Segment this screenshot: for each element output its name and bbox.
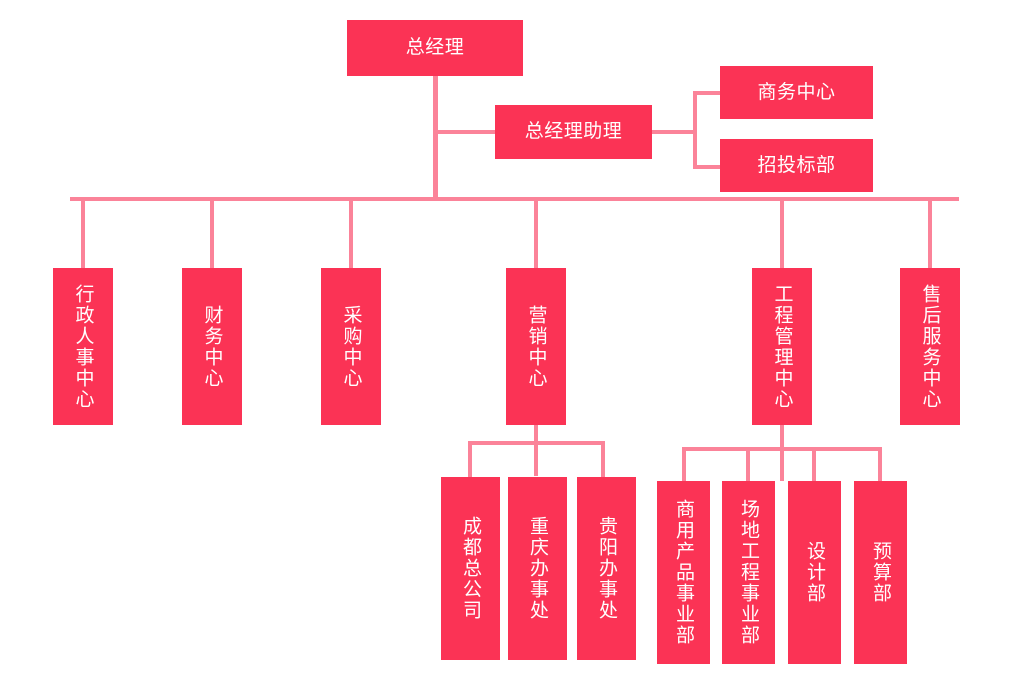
connector-drop-finance-center [210, 197, 214, 268]
connector-engineering-trunk [780, 425, 784, 481]
node-budget-department[interactable]: 预算部 [854, 481, 907, 664]
connector-drop-site-engineering-division [746, 447, 750, 483]
node-engineering-management-center[interactable]: 工程管理中心 [752, 268, 812, 425]
connector-drop-chengdu-headquarters [468, 441, 472, 478]
node-gm-assistant[interactable]: 总经理助理 [495, 105, 652, 159]
node-guiyang-office[interactable]: 贵阳办事处 [577, 477, 636, 660]
connector-marketing-trunk [534, 425, 538, 476]
connector-drop-engineering-center [780, 197, 784, 268]
connector-engineering-bus [682, 447, 882, 451]
connector-marketing-bus [468, 441, 605, 445]
node-chengdu-headquarters[interactable]: 成都总公司 [441, 477, 500, 660]
node-design-department[interactable]: 设计部 [788, 481, 841, 664]
connector-drop-budget-department [878, 447, 882, 483]
connector-drop-marketing-center [534, 197, 538, 268]
connector-division-bus [70, 197, 959, 201]
node-procurement-center[interactable]: 采购中心 [321, 268, 381, 425]
node-site-engineering-division[interactable]: 场地工程事业部 [722, 481, 775, 664]
connector-drop-after-sales-center [928, 197, 932, 268]
connector-gm-trunk [433, 76, 438, 201]
node-after-sales-service-center[interactable]: 售后服务中心 [900, 268, 960, 425]
connector-drop-commercial-products-division [682, 447, 686, 483]
node-commercial-products-division[interactable]: 商用产品事业部 [657, 481, 710, 664]
connector-to-bidding-department [693, 165, 722, 169]
connector-drop-admin-hr-center [81, 197, 85, 268]
node-finance-center[interactable]: 财务中心 [182, 268, 242, 425]
connector-drop-chongqing-office [601, 441, 605, 478]
node-bidding-department[interactable]: 招投标部 [720, 139, 873, 192]
connector-assistant-right-stub [651, 130, 696, 134]
connector-drop-design-department [812, 447, 816, 483]
connector-drop-procurement-center [349, 197, 353, 268]
node-business-center[interactable]: 商务中心 [720, 66, 873, 119]
node-admin-hr-center[interactable]: 行政人事中心 [53, 268, 113, 425]
node-chongqing-office[interactable]: 重庆办事处 [508, 477, 567, 660]
connector-to-business-center [693, 91, 722, 95]
node-general-manager[interactable]: 总经理 [347, 20, 523, 76]
connector-assistant-vbus [693, 91, 697, 169]
node-marketing-center[interactable]: 营销中心 [506, 268, 566, 425]
connector-gm-to-assistant [433, 130, 497, 134]
